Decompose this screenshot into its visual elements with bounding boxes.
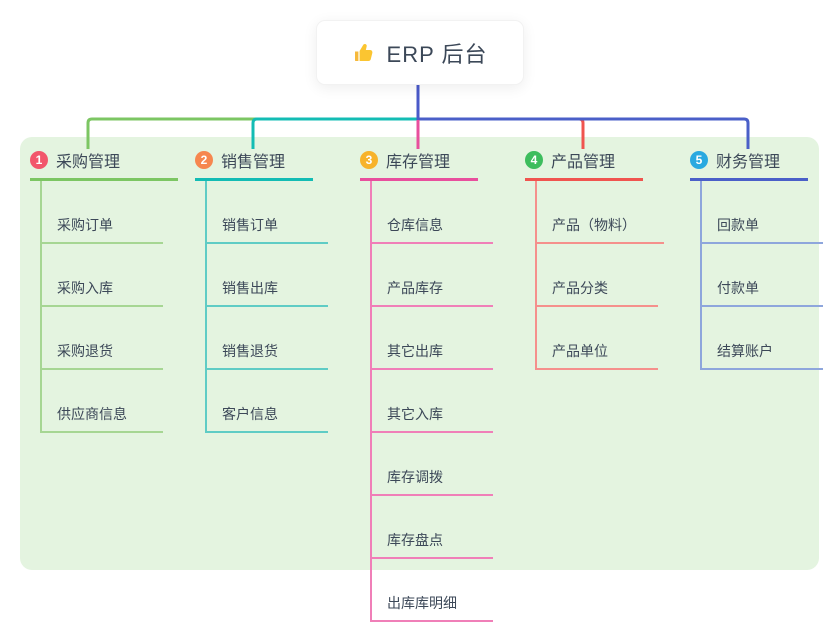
branch-number-badge: 3 [360,151,378,169]
child-node[interactable]: 库存盘点 [372,496,493,559]
branch-label: 销售管理 [221,154,286,171]
child-node[interactable]: 付款单 [702,244,823,307]
child-label: 客户信息 [222,406,278,422]
branch: 3 库存管理 仓库信息 产品库存 其它出库 其它入库 库存调拨 库存盘点 出库库… [360,146,493,622]
branch-label: 产品管理 [551,154,616,171]
child-node[interactable]: 产品分类 [537,244,658,307]
branch-children: 销售订单 销售出库 销售退货 客户信息 [205,181,328,433]
child-label: 仓库信息 [387,217,443,233]
child-label: 库存调拨 [387,469,443,485]
branch-label: 库存管理 [386,154,451,171]
branch-children: 采购订单 采购入库 采购退货 供应商信息 [40,181,178,433]
child-node[interactable]: 产品库存 [372,244,493,307]
branch-children: 回款单 付款单 结算账户 [700,181,823,370]
branch: 2 销售管理 销售订单 销售出库 销售退货 客户信息 [195,146,328,433]
child-label: 回款单 [717,217,759,233]
child-label: 库存盘点 [387,532,443,548]
root-title: ERP 后台 [386,41,488,67]
child-node[interactable]: 产品单位 [537,307,658,370]
child-label: 采购订单 [57,217,113,233]
child-node[interactable]: 采购退货 [42,307,163,370]
branch-node[interactable]: 5 财务管理 [690,146,808,181]
child-node[interactable]: 产品（物料） [537,181,664,244]
child-label: 产品单位 [552,343,608,359]
child-label: 销售出库 [222,280,278,296]
child-label: 结算账户 [717,343,773,359]
child-node[interactable]: 出库库明细 [372,559,493,622]
branch-label: 财务管理 [716,154,781,171]
child-label: 出库库明细 [387,595,457,611]
child-node[interactable]: 回款单 [702,181,823,244]
branch: 5 财务管理 回款单 付款单 结算账户 [690,146,823,370]
branch-number-badge: 5 [690,151,708,169]
child-node[interactable]: 销售出库 [207,244,328,307]
child-label: 其它出库 [387,343,443,359]
child-node[interactable]: 供应商信息 [42,370,163,433]
child-node[interactable]: 其它入库 [372,370,493,433]
branch-label: 采购管理 [56,154,121,171]
child-label: 销售订单 [222,217,278,233]
child-node[interactable]: 销售退货 [207,307,328,370]
child-node[interactable]: 采购订单 [42,181,163,244]
branch-number-badge: 4 [525,151,543,169]
branch: 4 产品管理 产品（物料） 产品分类 产品单位 [525,146,664,370]
branch-node[interactable]: 2 销售管理 [195,146,313,181]
child-node[interactable]: 客户信息 [207,370,328,433]
branch-children: 产品（物料） 产品分类 产品单位 [535,181,664,370]
child-label: 付款单 [717,280,759,296]
child-label: 采购入库 [57,280,113,296]
child-node[interactable]: 采购入库 [42,244,163,307]
branches-panel [20,137,819,570]
branch: 1 采购管理 采购订单 采购入库 采购退货 供应商信息 [30,146,178,433]
child-node[interactable]: 结算账户 [702,307,823,370]
child-label: 产品（物料） [552,217,636,233]
thumbs-up-icon [353,41,377,65]
child-label: 采购退货 [57,343,113,359]
branch-node[interactable]: 3 库存管理 [360,146,478,181]
child-node[interactable]: 其它出库 [372,307,493,370]
branch-number-badge: 1 [30,151,48,169]
child-node[interactable]: 销售订单 [207,181,328,244]
child-label: 供应商信息 [57,406,127,422]
child-node[interactable]: 库存调拨 [372,433,493,496]
branch-node[interactable]: 1 采购管理 [30,146,178,181]
child-label: 产品分类 [552,280,608,296]
child-node[interactable]: 仓库信息 [372,181,493,244]
child-label: 销售退货 [222,343,278,359]
child-label: 其它入库 [387,406,443,422]
branch-children: 仓库信息 产品库存 其它出库 其它入库 库存调拨 库存盘点 出库库明细 [370,181,493,622]
branch-node[interactable]: 4 产品管理 [525,146,643,181]
branch-number-badge: 2 [195,151,213,169]
child-label: 产品库存 [387,280,443,296]
root-node[interactable]: ERP 后台 [316,20,524,85]
